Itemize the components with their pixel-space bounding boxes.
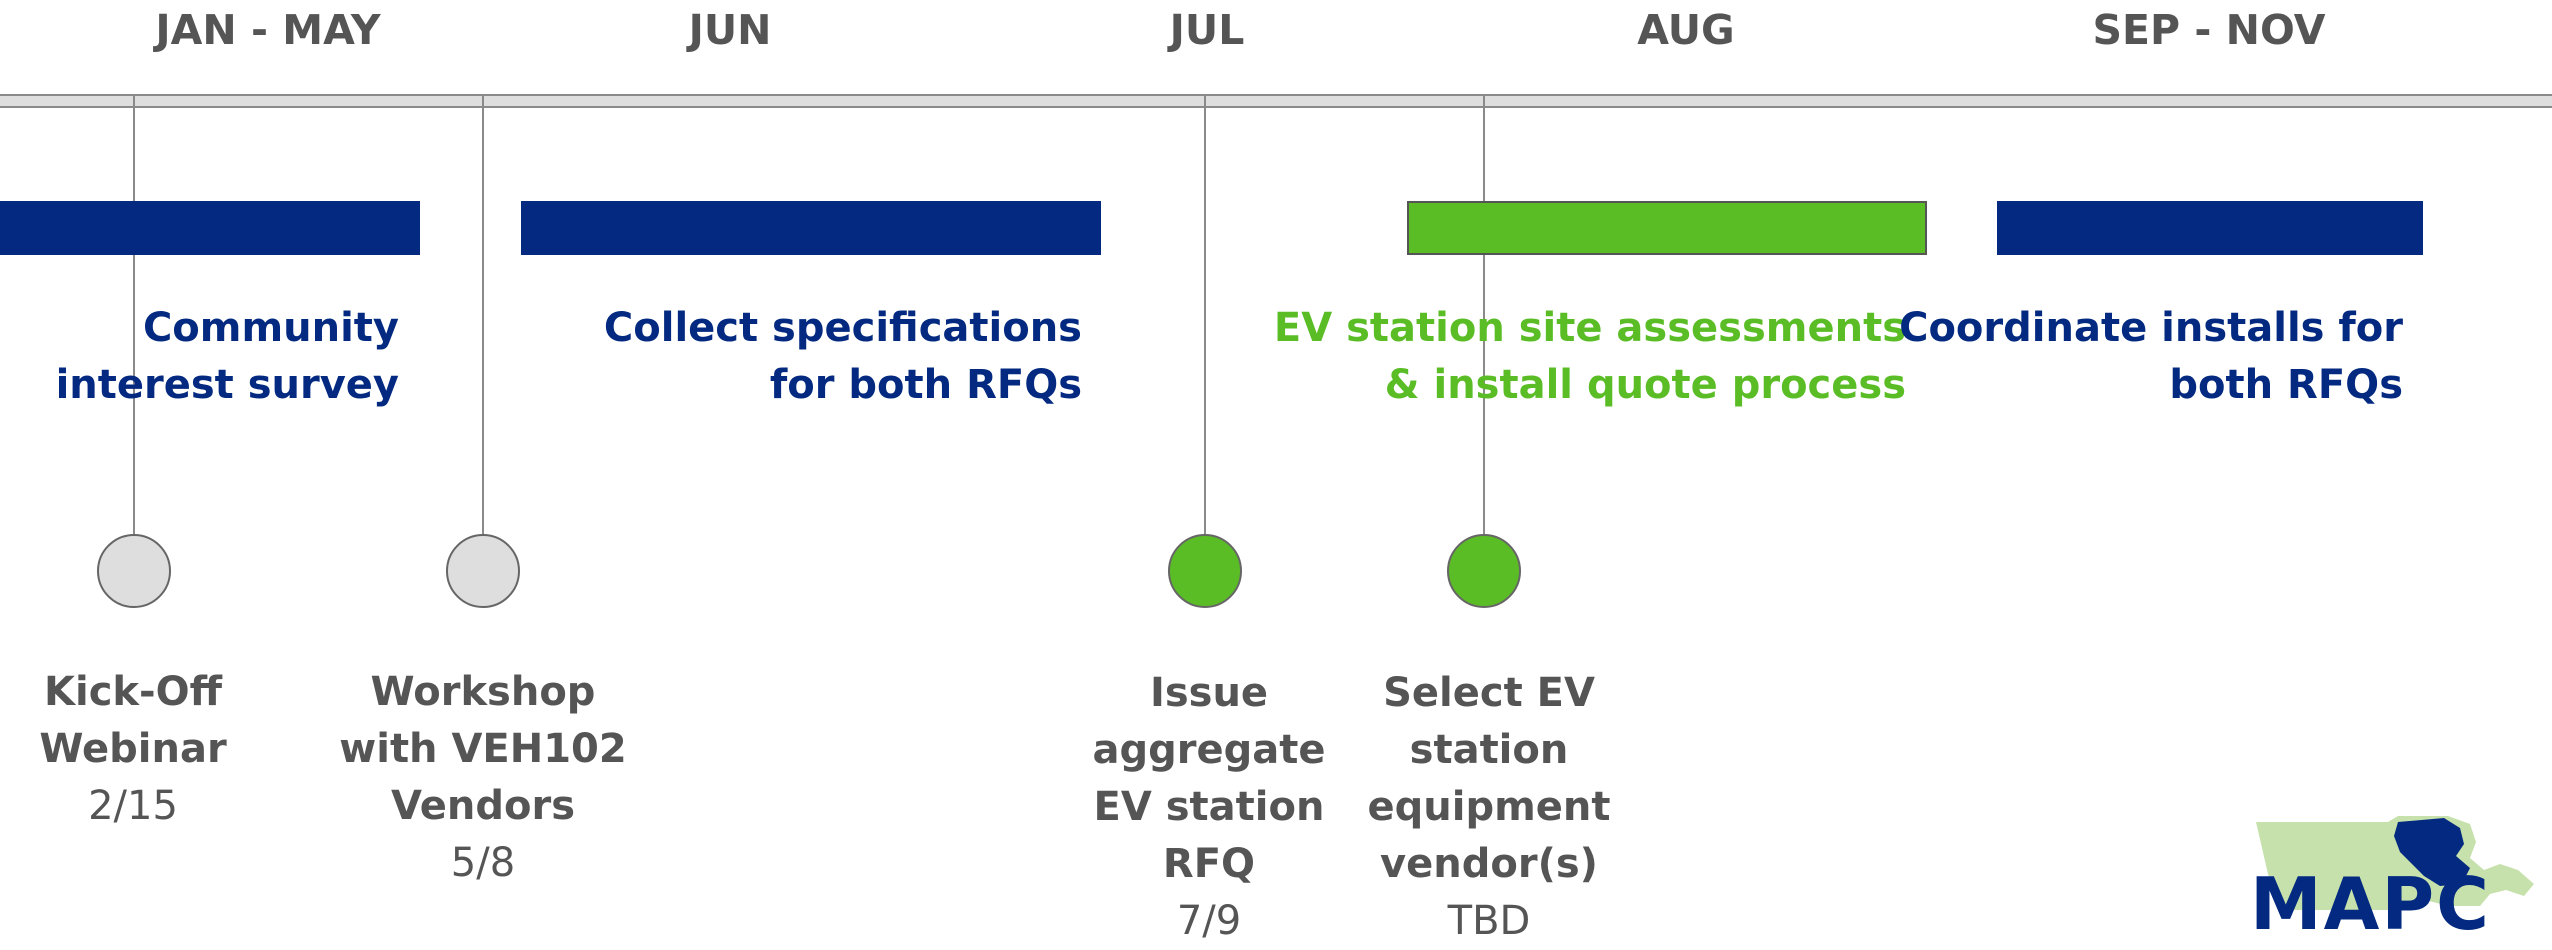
milestone-date: TBD (1447, 898, 1531, 944)
phase-label-line: & install quote process (1384, 362, 1906, 408)
milestone-title-line: Select EV (1383, 670, 1595, 716)
milestone-title-line: Kick-Off (43, 669, 223, 715)
milestone-date: 5/8 (450, 840, 516, 886)
month-aug: AUG (1637, 6, 1735, 54)
timeline-axis (0, 94, 2552, 108)
milestone-dot-select-vendor (1447, 534, 1521, 608)
milestone-title-line: EV station (1093, 784, 1325, 830)
phase-bar-specifications (521, 201, 1101, 255)
milestone-label-kickoff: Kick-Off Webinar 2/15 (39, 664, 226, 835)
milestone-label-issue-rfq: Issue aggregate EV station RFQ 7/9 (1093, 665, 1326, 950)
milestone-title-line: Webinar (39, 726, 227, 772)
milestone-label-workshop: Workshop with VEH102 Vendors 5/8 (339, 664, 626, 892)
mapc-logo-text: MAPC (2250, 862, 2491, 946)
milestone-stem-kickoff (133, 96, 135, 534)
phase-label-line: Coordinate installs for (1899, 305, 2403, 351)
milestone-label-select-vendor: Select EV station equipment vendor(s) TB… (1368, 665, 1611, 950)
metro-boston-region-shape (2394, 818, 2470, 886)
milestone-title-line: equipment (1367, 784, 1611, 830)
milestone-date: 2/15 (88, 783, 178, 829)
phase-bar-survey (0, 201, 420, 255)
phase-label-specifications: Collect specifications for both RFQs (604, 300, 1082, 414)
phase-label-line: interest survey (55, 362, 399, 408)
phase-label-line: Community (142, 305, 399, 351)
milestone-title-line: Issue (1149, 670, 1269, 716)
month-jan-may: JAN - MAY (155, 6, 381, 54)
milestone-title-line: aggregate (1092, 727, 1326, 773)
month-jun: JUN (688, 6, 772, 54)
milestone-stem-issue-rfq (1204, 96, 1206, 534)
phase-label-line: for both RFQs (769, 362, 1082, 408)
milestone-title-line: Workshop (370, 669, 596, 715)
milestone-dot-issue-rfq (1168, 534, 1242, 608)
month-sep-nov: SEP - NOV (2092, 6, 2326, 54)
milestone-title-line: Vendors (390, 783, 576, 829)
phase-label-installs: Coordinate installs for both RFQs (1899, 300, 2403, 414)
phase-label-line: EV station site assessments (1273, 305, 1906, 351)
massachusetts-map-shape (2256, 816, 2534, 910)
phase-bar-site-assessments (1407, 201, 1927, 255)
milestone-title-line: station (1409, 727, 1569, 773)
milestone-dot-kickoff (97, 534, 171, 608)
milestone-stem-workshop (482, 96, 484, 534)
phase-label-line: both RFQs (2169, 362, 2403, 408)
phase-label-line: Collect specifications (603, 305, 1082, 351)
milestone-stem-select-vendor (1483, 96, 1485, 534)
phase-label-site-assessments: EV station site assessments & install qu… (1274, 300, 1906, 414)
month-jul: JUL (1169, 6, 1245, 54)
milestone-title-line: RFQ (1162, 841, 1256, 887)
milestone-title-line: with VEH102 (339, 726, 627, 772)
milestone-dot-workshop (446, 534, 520, 608)
phase-label-survey: Community interest survey (56, 300, 399, 414)
milestone-date: 7/9 (1176, 898, 1242, 944)
milestone-title-line: vendor(s) (1380, 841, 1598, 887)
mapc-logo-map (2256, 816, 2534, 910)
phase-bar-installs (1997, 201, 2423, 255)
